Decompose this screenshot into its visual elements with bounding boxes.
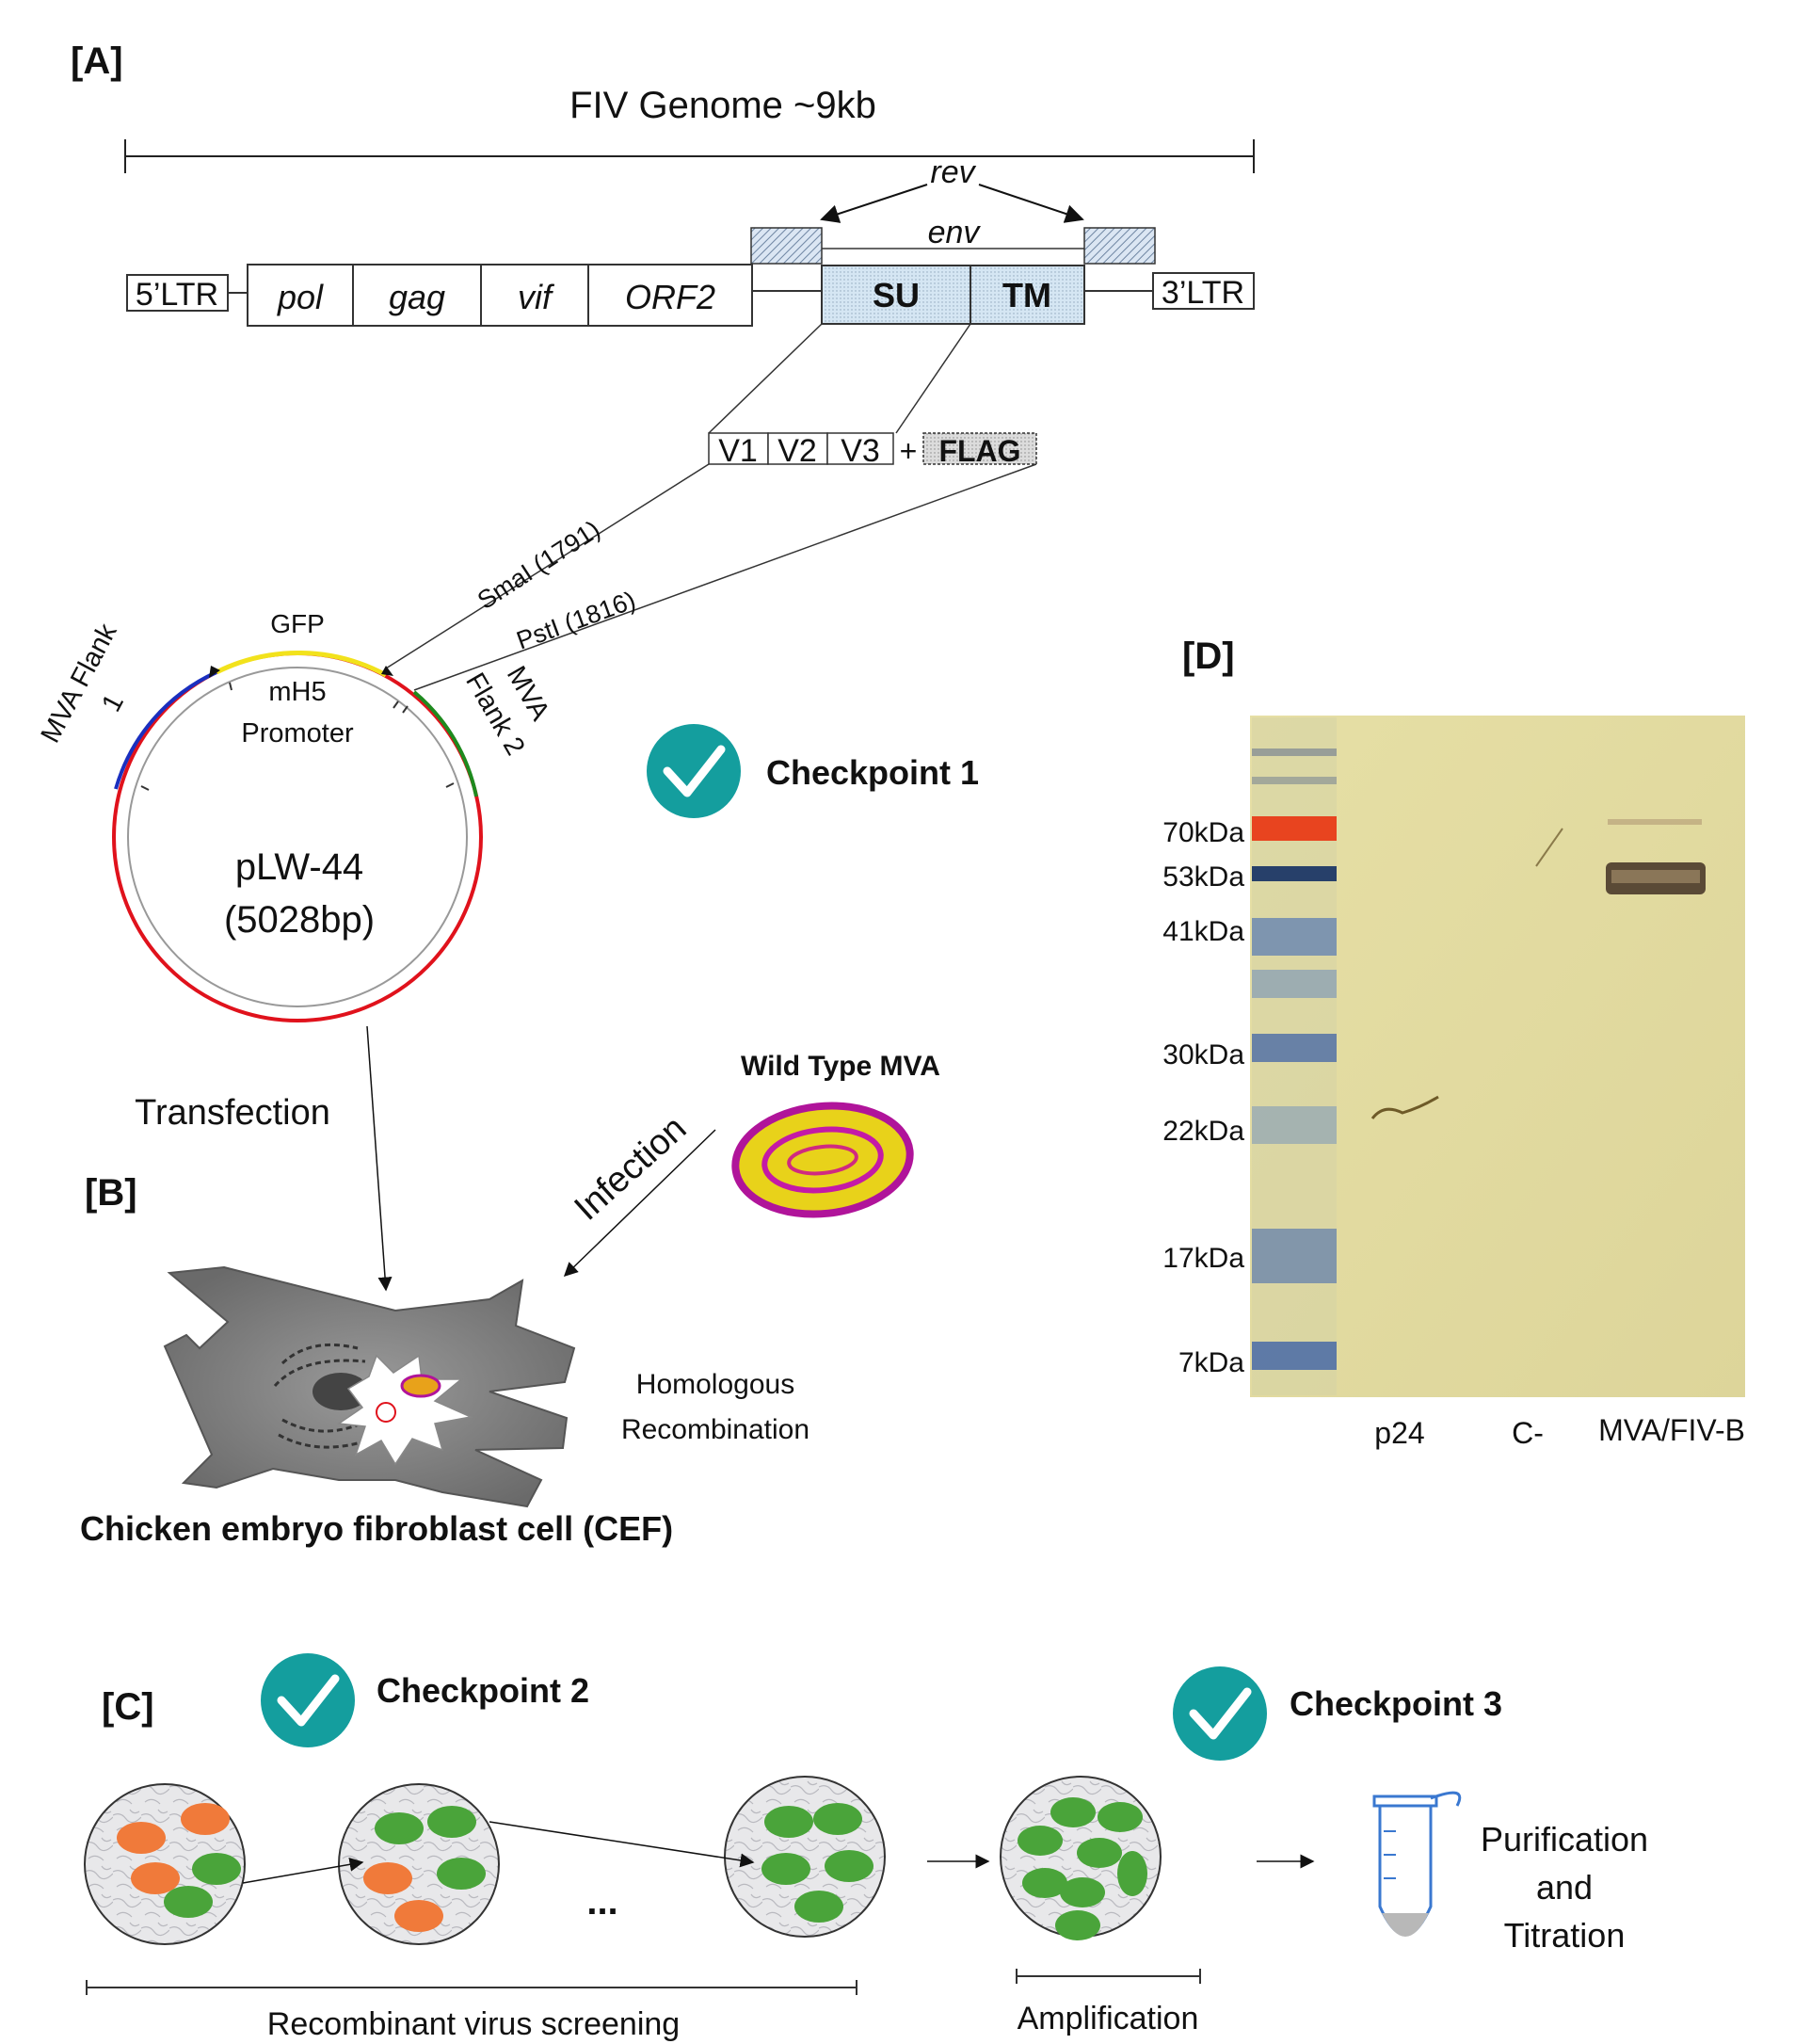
promoter-line1: mH5: [268, 677, 326, 707]
lane-mva-fiv-b: MVA/FIV-B: [1598, 1413, 1745, 1447]
plasmid-size: (5028bp): [224, 899, 375, 941]
marker-70: 70kDa: [1162, 817, 1244, 848]
checkpoint-3-label: Checkpoint 3: [1290, 1684, 1502, 1723]
ladder-band-17: [1252, 1229, 1337, 1283]
marker-22: 22kDa: [1162, 1116, 1244, 1147]
ltr5-box: [126, 274, 229, 312]
site-psti: PstI (1816): [513, 586, 639, 654]
wild-type-label: Wild Type MVA: [741, 1051, 940, 1082]
plate-1: [84, 1783, 246, 1945]
lane-c-neg: C-: [1512, 1416, 1544, 1450]
gene-gag: gag: [389, 278, 445, 316]
gene-vif: vif: [518, 278, 555, 316]
genome-title: FIV Genome ~9kb: [569, 85, 876, 126]
final-line1: Purification: [1481, 1820, 1648, 1859]
site-smai: SmaI (1791): [473, 515, 605, 615]
final-line3: Titration: [1504, 1916, 1626, 1955]
screening-bracket: [86, 1980, 857, 1995]
gene-box: [247, 264, 753, 327]
amplification-bracket: [1016, 1969, 1201, 1984]
rev-exon-1: [750, 227, 823, 265]
marker-53: 53kDa: [1162, 861, 1244, 893]
genome-track: 5’LTR pol gag vif ORF2 SU TM 3’LTR: [126, 264, 1255, 327]
cell-label: Chicken embryo fibroblast cell (CEF): [80, 1509, 673, 1548]
flank1-line2: 1: [96, 689, 130, 716]
insert-v2: V2: [777, 433, 817, 469]
recombination-line2: Recombination: [621, 1414, 809, 1445]
plasmid-name: pLW-44: [235, 846, 363, 888]
checkpoint-1-icon: [647, 724, 741, 818]
plate-3: [724, 1776, 886, 1938]
screening-label: Recombinant virus screening: [267, 2006, 680, 2042]
rev-label: rev: [930, 154, 976, 190]
checkpoint-2-icon: [261, 1653, 355, 1747]
tm-label: TM: [1002, 276, 1051, 314]
su-label: SU: [873, 276, 920, 314]
insert-v1: V1: [718, 433, 758, 469]
ladder-band-7: [1252, 1342, 1337, 1370]
marker-7: 7kDa: [1178, 1347, 1244, 1378]
checkpoint-3-icon: [1173, 1666, 1267, 1761]
flank1-line1: MVA Flank: [36, 619, 123, 748]
ltr3-box: [1152, 272, 1255, 310]
recombination-line1: Homologous: [636, 1369, 794, 1400]
ltr5-label: 5’LTR: [136, 277, 218, 313]
marker-41: 41kDa: [1162, 916, 1244, 947]
checkpoint-2-label: Checkpoint 2: [377, 1671, 589, 1710]
su-box: [821, 265, 971, 325]
marker-30: 30kDa: [1162, 1039, 1244, 1070]
ladder-band-22: [1252, 1106, 1337, 1144]
panel-c-label: [C]: [102, 1686, 154, 1728]
screening-ellipsis: ...: [586, 1881, 617, 1923]
marker-17: 17kDa: [1162, 1243, 1244, 1274]
tm-box: [970, 265, 1085, 325]
insert-construct: V1 V2 V3 + FLAG: [708, 432, 1037, 469]
amplification-label: Amplification: [1018, 2001, 1199, 2036]
tube-icon: [1372, 1791, 1462, 1937]
rev-arrow-left: [820, 184, 928, 223]
western-blot: [1250, 716, 1745, 1397]
cef-cell: [163, 1265, 576, 1508]
ltr3-label: 3’LTR: [1162, 275, 1244, 311]
panel-b-label: [B]: [85, 1172, 137, 1214]
plasmid-map: [112, 650, 483, 1022]
mva-virion: [731, 1102, 914, 1218]
insert-plus: +: [900, 434, 918, 468]
panel-a-label: [A]: [71, 40, 123, 82]
p24-band: [1370, 1095, 1439, 1119]
env-label: env: [928, 215, 982, 250]
ladder-band-53: [1252, 866, 1337, 881]
ladder-band-30: [1252, 1034, 1337, 1062]
infection-arrow: [563, 1129, 716, 1278]
final-line2: and: [1536, 1868, 1593, 1907]
transfection-label: Transfection: [135, 1093, 330, 1133]
gene-pol: pol: [277, 278, 324, 316]
plate-4: [1000, 1776, 1162, 1940]
insert-v3: V3: [841, 433, 880, 469]
insert-flag: FLAG: [938, 434, 1020, 468]
genome-scale-bar: [124, 139, 1255, 173]
promoter-line2: Promoter: [241, 718, 354, 748]
rev-exon-2: [1083, 227, 1156, 265]
checkpoint-1-label: Checkpoint 1: [766, 753, 979, 792]
transfection-arrow: [366, 1025, 393, 1292]
plate-2: [338, 1783, 500, 1945]
panel-d-label: [D]: [1182, 636, 1235, 677]
ladder-band-41: [1252, 918, 1337, 956]
gene-orf2: ORF2: [625, 278, 715, 316]
blot-markers: 70kDa 53kDa 41kDa 30kDa 22kDa 17kDa 7kDa: [1162, 817, 1244, 1378]
ladder-band-70: [1252, 816, 1337, 841]
lane-p24: p24: [1374, 1416, 1424, 1450]
rev-arrow-right: [978, 184, 1084, 223]
gfp-label: GFP: [270, 609, 325, 638]
